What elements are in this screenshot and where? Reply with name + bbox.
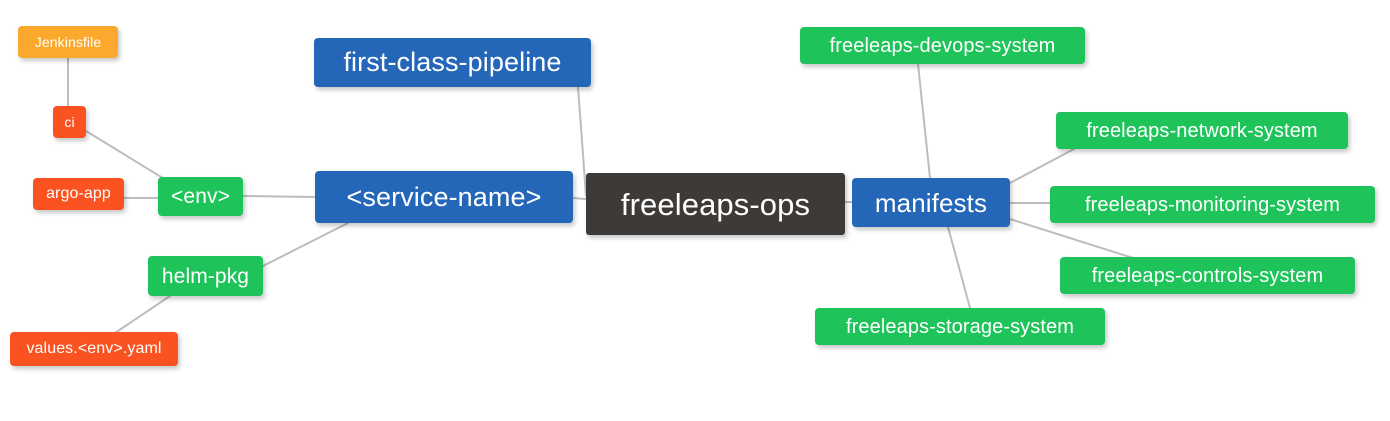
mindmap-node-devops[interactable]: freeleaps-devops-system xyxy=(800,27,1085,64)
mindmap-node-network[interactable]: freeleaps-network-system xyxy=(1056,112,1348,149)
mindmap-node-storage[interactable]: freeleaps-storage-system xyxy=(815,308,1105,345)
mindmap-node-ci[interactable]: ci xyxy=(53,106,86,138)
mindmap-node-monitoring[interactable]: freeleaps-monitoring-system xyxy=(1050,186,1375,223)
mindmap-node-argo[interactable]: argo-app xyxy=(33,178,124,210)
mindmap-node-controls[interactable]: freeleaps-controls-system xyxy=(1060,257,1355,294)
edge-manifests-to-storage xyxy=(947,226,971,309)
mindmap-node-service[interactable]: <service-name> xyxy=(315,171,573,223)
mindmap-node-env[interactable]: <env> xyxy=(158,177,243,216)
edge-service-to-helm xyxy=(262,222,349,267)
mindmap-node-manifests[interactable]: manifests xyxy=(852,178,1010,227)
mindmap-node-values[interactable]: values.<env>.yaml xyxy=(10,332,178,366)
edge-service-to-env xyxy=(242,195,316,198)
mindmap-node-jenkinsfile[interactable]: Jenkinsfile xyxy=(18,26,118,58)
edge-manifests-to-controls xyxy=(1009,218,1134,259)
edge-helm-to-values xyxy=(114,295,171,334)
edge-root-to-service xyxy=(572,197,587,200)
mindmap-node-root[interactable]: freeleaps-ops xyxy=(586,173,845,235)
edge-manifests-to-network xyxy=(1009,148,1075,184)
mindmap-node-helm[interactable]: helm-pkg xyxy=(148,256,263,296)
edge-root-to-pipeline xyxy=(577,86,587,196)
edge-manifests-to-devops xyxy=(917,63,931,179)
mindmap-node-pipeline[interactable]: first-class-pipeline xyxy=(314,38,591,87)
edge-env-to-ci xyxy=(85,130,167,181)
